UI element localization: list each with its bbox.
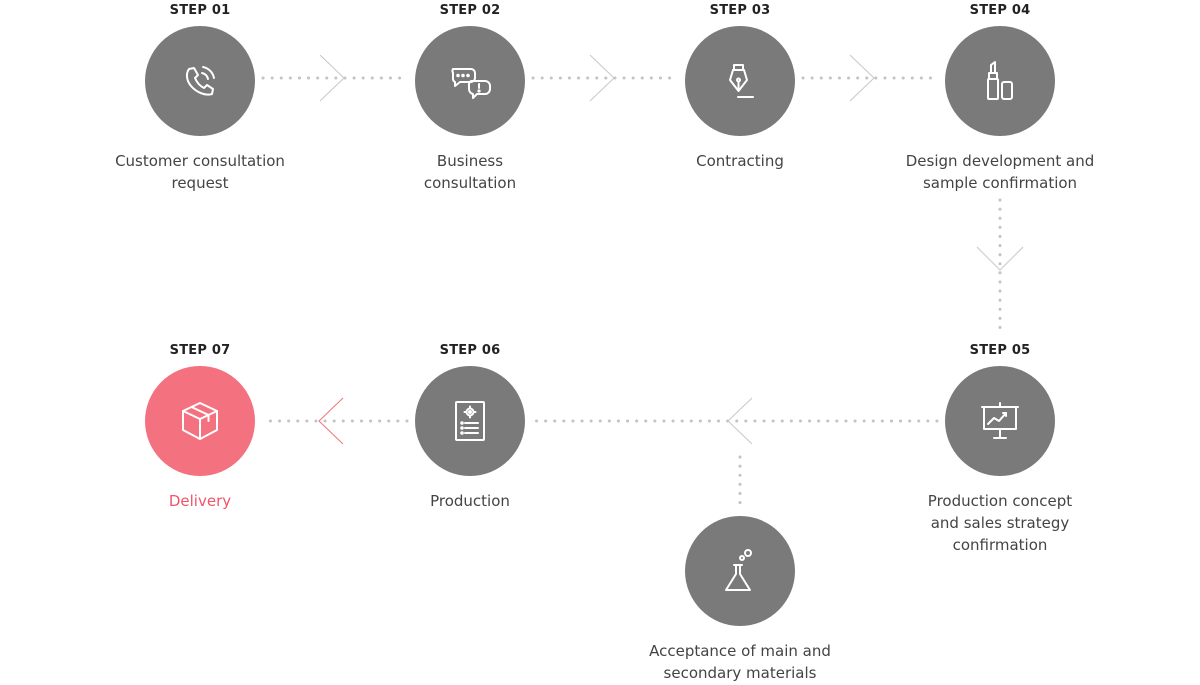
step-03-label: STEP 03 — [709, 3, 771, 18]
step-05-label: STEP 05 — [969, 343, 1031, 358]
step-01-node[interactable] — [145, 26, 255, 136]
step-01-label: STEP 01 — [169, 3, 231, 18]
document-gear-icon — [455, 401, 485, 441]
arrow-left-5 — [727, 397, 753, 445]
presentation-chart-icon — [981, 402, 1019, 439]
step-02-node[interactable] — [415, 26, 525, 136]
step-05-node[interactable] — [945, 366, 1055, 476]
arrow-right-1 — [319, 54, 345, 102]
step-04-node[interactable] — [945, 26, 1055, 136]
chat-bubbles-icon — [451, 68, 491, 99]
phone-call-icon — [185, 66, 215, 96]
materials-node[interactable] — [685, 516, 795, 626]
flask-icon — [725, 549, 752, 591]
step-03-caption: Contracting — [696, 152, 784, 170]
fountain-pen-icon — [729, 64, 754, 98]
step-03-node[interactable] — [685, 26, 795, 136]
step-06-label: STEP 06 — [439, 343, 501, 358]
arrow-right-3 — [849, 54, 875, 102]
step-07-label: STEP 07 — [169, 343, 231, 358]
box-icon — [182, 402, 218, 440]
arrow-left-6 — [318, 397, 344, 445]
step-06-caption: Production — [430, 492, 510, 510]
step-04-label: STEP 04 — [969, 3, 1031, 18]
step-02-label: STEP 02 — [439, 3, 501, 18]
step-06-node[interactable] — [415, 366, 525, 476]
arrow-down-4 — [976, 246, 1024, 271]
step-07-node[interactable] — [145, 366, 255, 476]
arrow-right-2 — [589, 54, 615, 102]
step-07-caption: Delivery — [168, 492, 232, 510]
lipstick-icon — [987, 61, 1013, 100]
